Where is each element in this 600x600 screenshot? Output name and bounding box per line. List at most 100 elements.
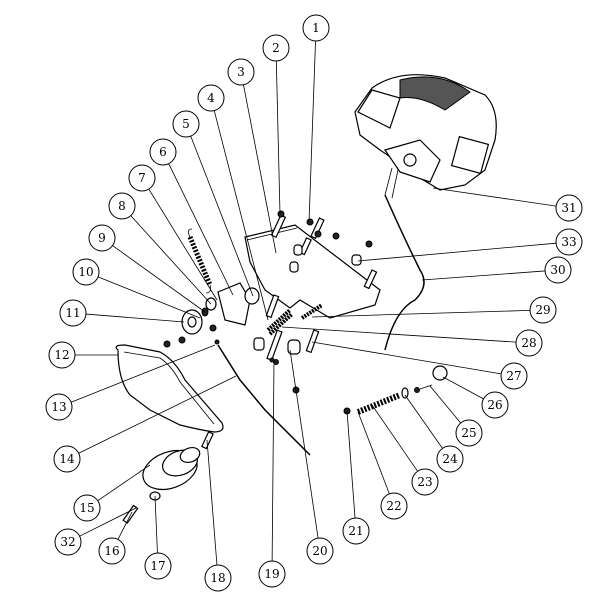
callout-2: 2 [262,34,290,215]
leader-line [271,359,275,562]
callout-number: 17 [150,559,165,573]
callout-32: 32 [54,507,137,556]
callout-number: 32 [60,535,75,549]
callout-number: 29 [535,303,550,317]
hardware [253,210,378,394]
callout-circle [500,362,528,390]
callout-7: 7 [128,164,218,301]
callout-number: 12 [54,348,69,362]
engine [354,74,497,199]
callout-circle [53,445,81,473]
callout-number: 26 [487,398,502,412]
leader-line [190,135,254,297]
callout-number: 19 [264,567,279,581]
callout-circle [149,138,177,166]
callout-28: 28 [281,326,543,357]
leader-line [117,511,133,540]
callout-number: 24 [442,452,458,466]
mounting-plate [244,224,381,319]
callout-circle [455,419,483,447]
callout-circle [73,494,101,522]
leader-line [421,270,546,281]
callout-22: 22 [357,411,408,520]
leader-line [311,309,531,318]
callout-6: 6 [149,138,234,296]
callout-circle [197,84,225,112]
callout-circle [380,492,408,520]
leader-line [442,376,484,400]
callout-number: 10 [78,265,93,279]
callout-circle [227,58,255,86]
callout-circle [144,552,172,580]
callout-20: 20 [289,349,334,565]
callout-circle [342,517,370,545]
callout-circle [88,224,116,252]
callout-circle [45,393,73,421]
callout-circle [262,34,290,62]
drive-pulley [122,431,214,524]
callout-8: 8 [108,192,212,305]
leader-line [281,326,517,343]
callout-number: 4 [207,91,215,105]
callout-number: 31 [561,201,576,215]
leader-line [371,404,418,472]
leader-line [346,410,356,519]
callout-number: 11 [65,306,80,320]
leader-line [357,242,557,262]
control-cable [217,194,425,456]
leader-line [148,188,218,301]
callout-number: 23 [417,475,432,489]
callout-10: 10 [72,258,201,319]
callout-number: 9 [98,231,106,245]
leader-line [243,84,277,254]
callout-19: 19 [258,359,286,588]
leader-line [311,341,502,375]
callout-31: 31 [432,187,583,222]
tension-spring [187,228,213,294]
callout-number: 30 [550,263,565,277]
callout-circle [436,445,464,473]
callout-number: 3 [237,65,245,79]
callout-number: 27 [506,369,521,383]
callout-number: 1 [312,21,320,35]
leader-line [79,507,137,537]
callout-17: 17 [144,495,172,580]
callout-number: 22 [386,499,401,513]
leader-line [429,385,462,424]
leader-line [213,110,269,321]
leader-line [308,40,316,223]
callout-circle [302,14,330,42]
callout-18: 18 [204,439,232,592]
callout-circle [515,329,543,357]
leader-line [432,187,557,207]
spring-assembly [343,365,448,415]
callout-11: 11 [59,299,185,327]
callout-number: 5 [182,117,190,131]
leader-line [97,464,151,502]
callout-12: 12 [48,341,118,369]
callout-number: 16 [104,544,119,558]
callout-circle [128,164,156,192]
callout-14: 14 [53,375,237,473]
leader-line [275,60,281,215]
callout-circle [481,391,509,419]
callout-number: 33 [561,235,576,249]
callout-9: 9 [88,224,206,313]
callout-23: 23 [371,404,439,496]
callout-number: 25 [461,426,476,440]
callout-26: 26 [442,376,509,419]
callout-circle [544,256,572,284]
callout-21: 21 [342,410,370,545]
leader-line [85,313,185,323]
callout-16: 16 [98,511,133,565]
callout-circle [59,299,87,327]
callout-number: 7 [138,171,146,185]
callout-number: 2 [272,41,280,55]
callout-number: 21 [348,524,363,538]
callout-number: 15 [79,501,94,515]
leader-line [154,495,158,554]
callout-circle [108,192,136,220]
callout-5: 5 [172,110,254,297]
